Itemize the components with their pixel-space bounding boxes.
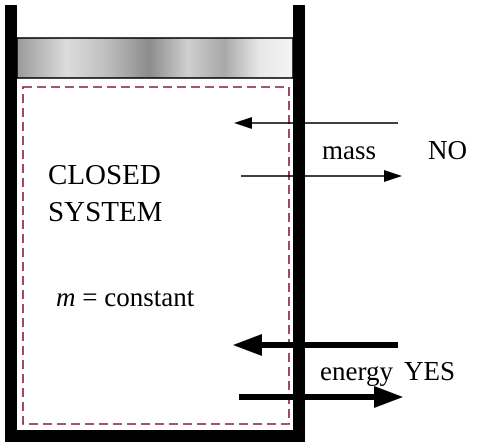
energy-flow-label: energy [320,356,393,386]
system-boundary [22,86,290,425]
piston [16,37,294,79]
energy-out-arrow [239,386,403,408]
mass-out-arrow [241,170,402,182]
mass-flow-answer: NO [428,135,467,165]
mass-relation: = constant [76,282,195,312]
mass-flow-label: mass [322,135,376,165]
energy-in-arrow [233,334,398,356]
container-right-wall [293,5,305,442]
mass-symbol: m [56,282,76,312]
system-title-line2: SYSTEM [48,196,162,228]
energy-flow-answer: YES [404,356,455,386]
container-left-wall [5,5,17,442]
container-bottom [5,430,305,442]
mass-constant-label: m = constant [56,282,195,312]
mass-in-arrow [234,117,398,129]
system-title-line1: CLOSED [48,159,161,191]
